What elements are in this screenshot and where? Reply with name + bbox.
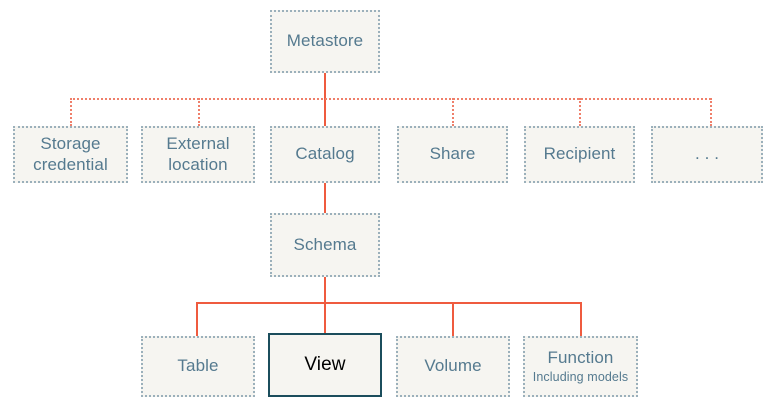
connector-drop-share	[452, 98, 454, 126]
node-view[interactable]: View	[268, 333, 382, 397]
node-label-share: Share	[429, 144, 476, 164]
node-share[interactable]: Share	[397, 126, 508, 183]
connector-drop-recipient	[579, 98, 581, 126]
node-label-catalog: Catalog	[295, 144, 355, 164]
node-storage-credential[interactable]: Storage credential	[13, 126, 128, 183]
node-label-volume: Volume	[424, 356, 482, 376]
node-sublabel-function: Including models	[532, 369, 629, 384]
connector-drop-volume	[452, 302, 454, 336]
connector-drop-function	[580, 302, 582, 336]
node-volume[interactable]: Volume	[396, 336, 510, 397]
connector-drop-storage	[70, 98, 72, 126]
node-label-external-location: External location	[166, 133, 230, 174]
node-label-schema: Schema	[293, 234, 357, 254]
connector-drop-external	[198, 98, 200, 126]
connector-drop-table	[196, 302, 198, 336]
node-table[interactable]: Table	[141, 336, 255, 397]
node-label-metastore: Metastore	[286, 31, 364, 51]
connector-drop-more	[710, 98, 712, 126]
node-catalog[interactable]: Catalog	[270, 126, 380, 183]
node-label-storage-credential: Storage credential	[33, 133, 108, 174]
node-label-recipient: Recipient	[543, 144, 616, 164]
node-recipient[interactable]: Recipient	[524, 126, 635, 183]
node-label-view: View	[304, 354, 346, 376]
node-external-location[interactable]: External location	[141, 126, 255, 183]
node-label-function: Function	[547, 348, 614, 368]
node-schema[interactable]: Schema	[270, 213, 380, 277]
node-metastore[interactable]: Metastore	[270, 10, 380, 73]
connector-securable-bus	[70, 98, 711, 100]
connector-catalog-to-schema	[324, 183, 326, 213]
node-more[interactable]: . . .	[651, 126, 763, 183]
connector-object-bus	[196, 302, 581, 304]
node-label-more: . . .	[694, 144, 720, 164]
connector-schema-drop	[324, 277, 326, 336]
node-label-table: Table	[177, 356, 219, 376]
